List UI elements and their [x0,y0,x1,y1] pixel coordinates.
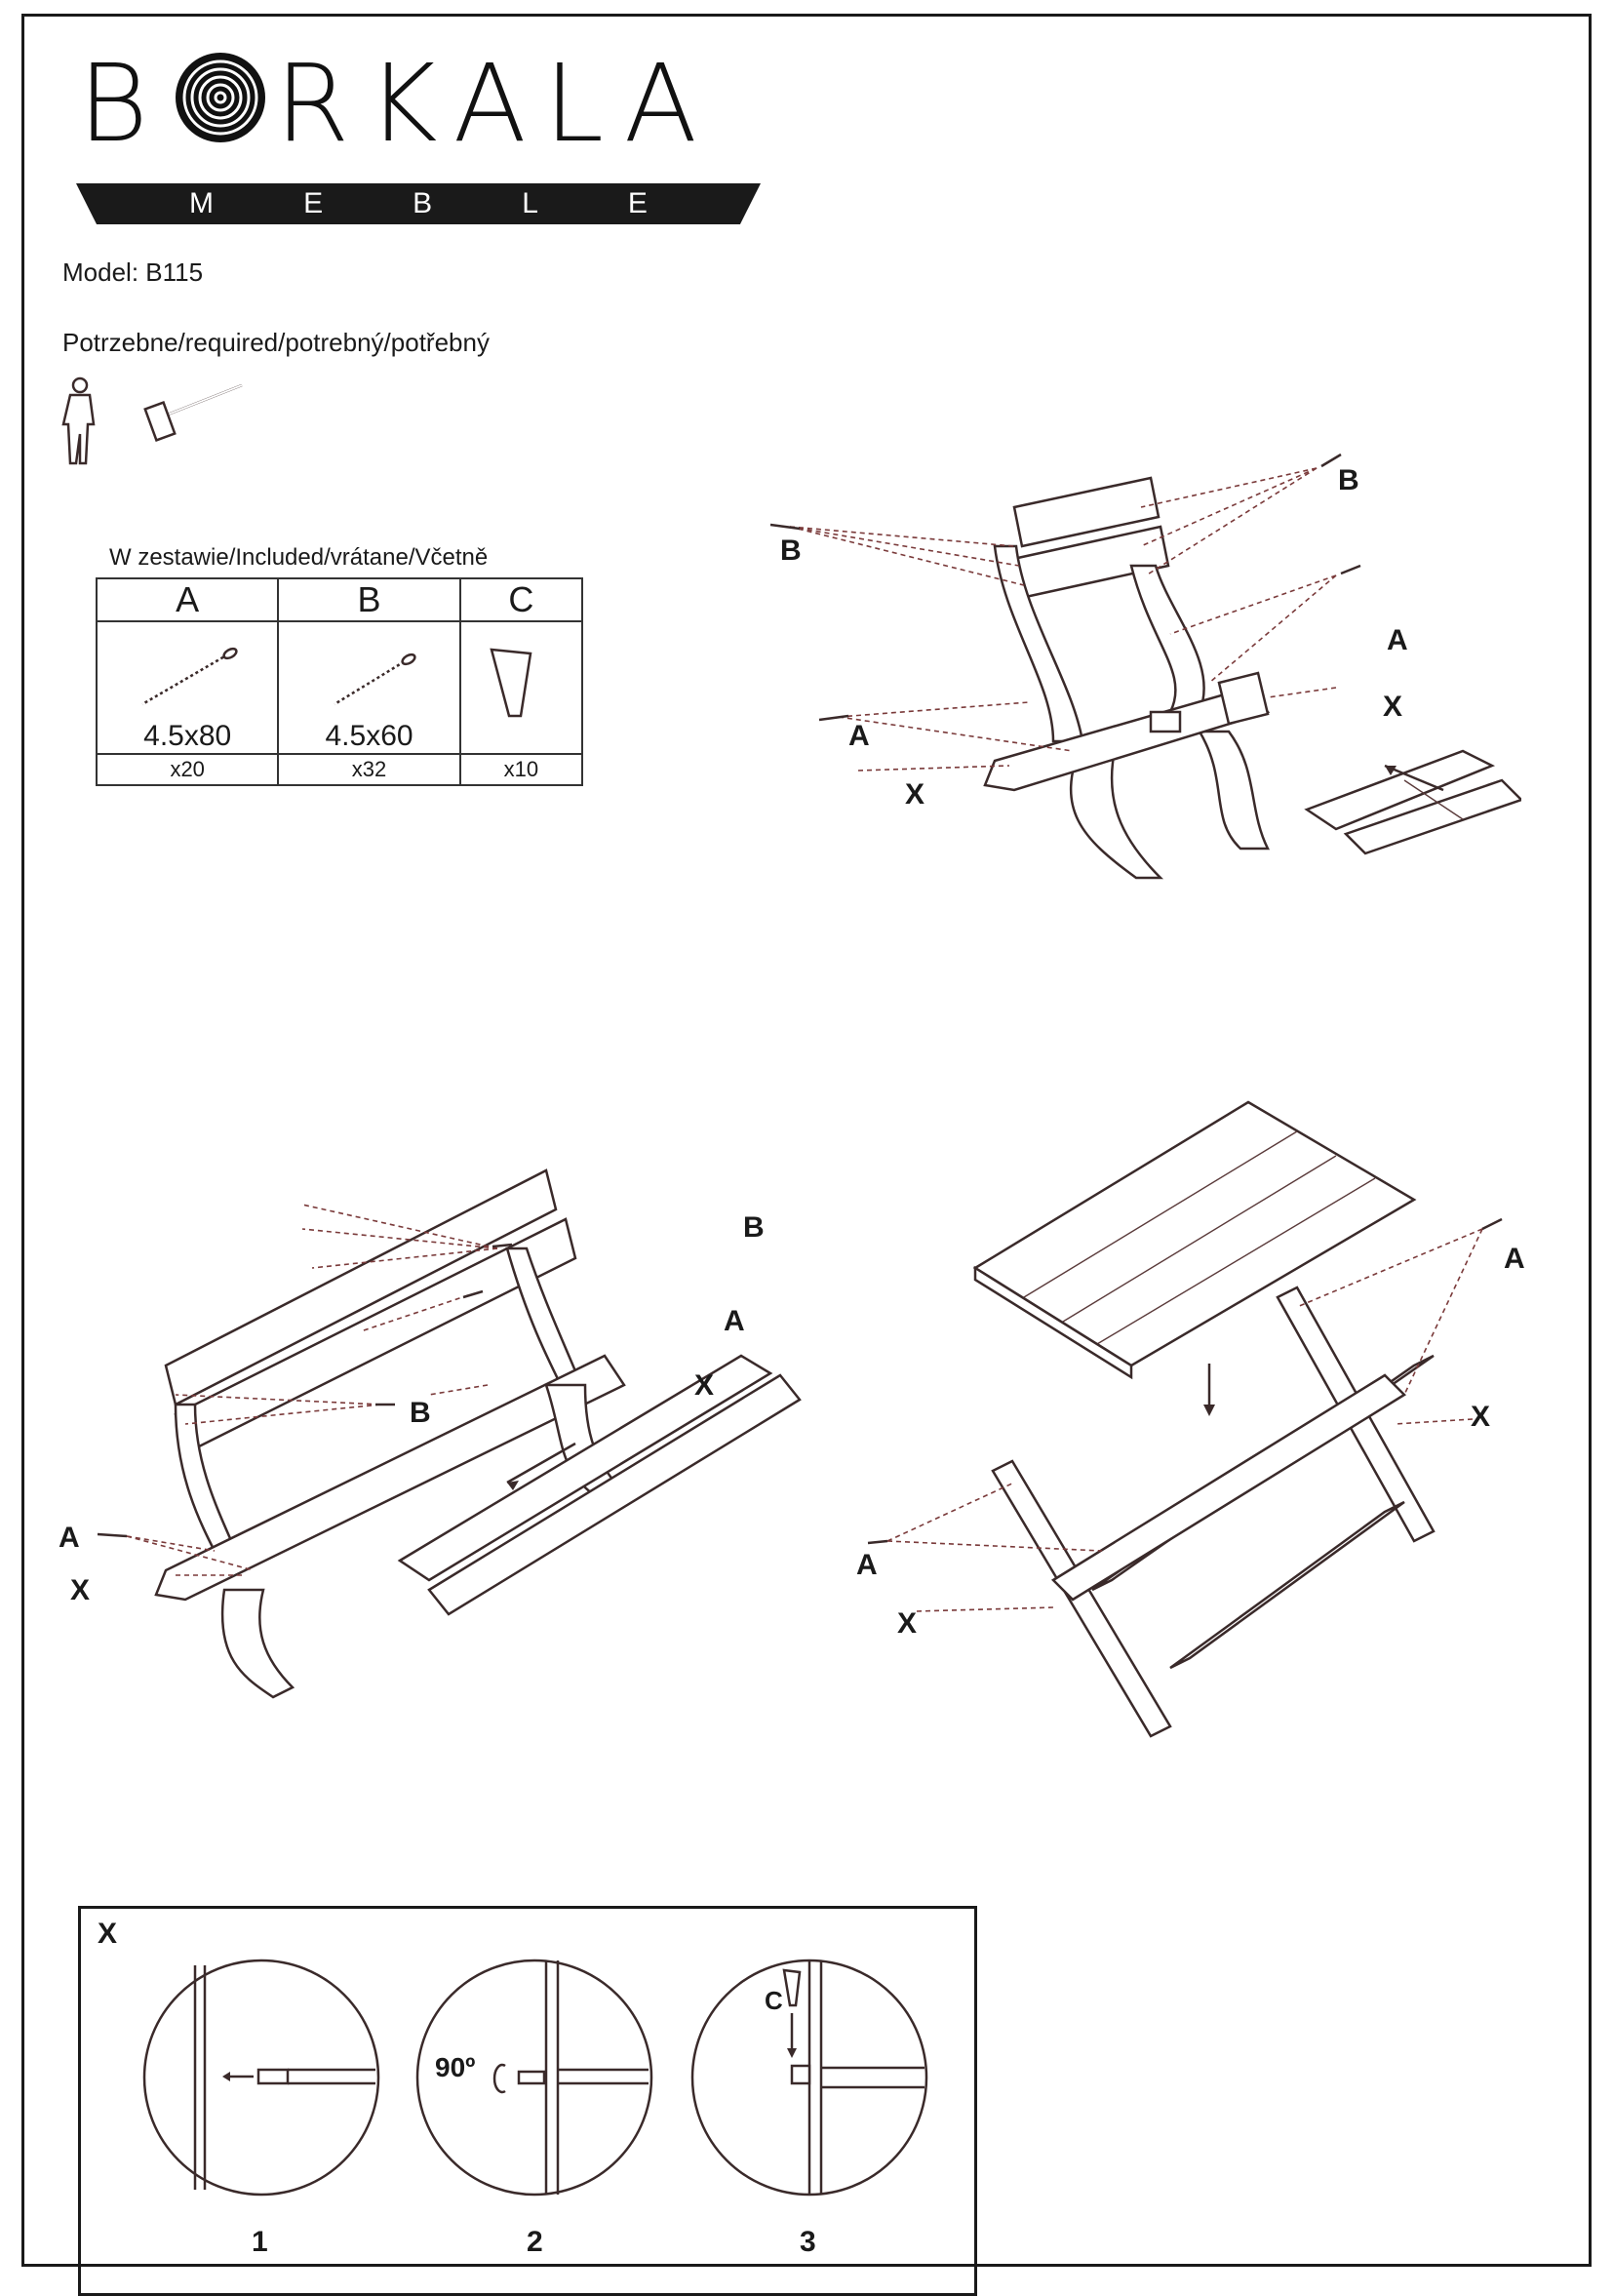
chair-assembly-diagram [769,453,1521,880]
brand-sub-letter: B [413,187,433,219]
callout-label: X [905,778,925,811]
callout-label: A [59,1522,80,1554]
step-number: 1 [252,2226,268,2258]
callout-label: B [410,1397,431,1429]
wedge-label: C [765,1986,783,2015]
callout-label: B [780,534,802,567]
brand-sub-letter: L [522,187,538,219]
part-size: 4.5x80 [143,720,232,752]
callout-label: A [848,720,870,752]
brand-logo: B RKALA [78,41,715,166]
part-quantity: x20 [95,753,280,786]
part-letter: C [458,577,584,622]
callout-label: X [694,1369,715,1402]
detail-x-steps [142,1959,928,2197]
callout-label: A [1504,1243,1525,1275]
two-person-icon [61,376,96,465]
detail-title: X [98,1918,118,1950]
callout-label: X [1383,691,1403,723]
required-tools [61,376,243,465]
table-assembly-diagram [867,1100,1503,1738]
callout-label: X [1471,1401,1491,1433]
callout-label: A [724,1305,745,1337]
callout-label: B [743,1211,765,1244]
brand-subtitle-bar: M E B L E [76,183,761,224]
tree-ring-logo-icon [172,49,269,146]
step-number: 3 [800,2226,816,2258]
callout-label: X [897,1607,918,1640]
parts-table: A B C 4.5x80 4.5x60 x2 [95,577,584,786]
model-label: Model: B115 [62,257,204,287]
brand-sub-letter: M [189,187,215,219]
required-label: Potrzebne/required/potrebný/potřebný [62,328,490,357]
part-quantity: x10 [458,753,584,786]
callout-label: B [1338,464,1359,496]
step-number: 2 [527,2226,543,2258]
hammer-icon [143,383,243,442]
part-letter: A [95,577,280,622]
wedge-icon [490,648,532,718]
angle-label: 90º [435,2052,476,2082]
included-title: W zestawie/Included/vrátane/Včetně [109,544,489,571]
callout-label: A [856,1549,878,1581]
callout-label: A [1387,624,1408,656]
screw-icon [141,647,238,706]
page-frame [21,14,1592,2267]
part-quantity: x32 [277,753,461,786]
brand-sub-letter: E [627,187,648,219]
part-size: 4.5x60 [325,720,413,752]
brand-sub-letter: E [303,187,324,219]
bench-assembly-diagram [98,1168,802,1699]
callout-label: X [70,1574,91,1606]
screw-icon [333,653,416,706]
part-letter: B [277,577,461,622]
